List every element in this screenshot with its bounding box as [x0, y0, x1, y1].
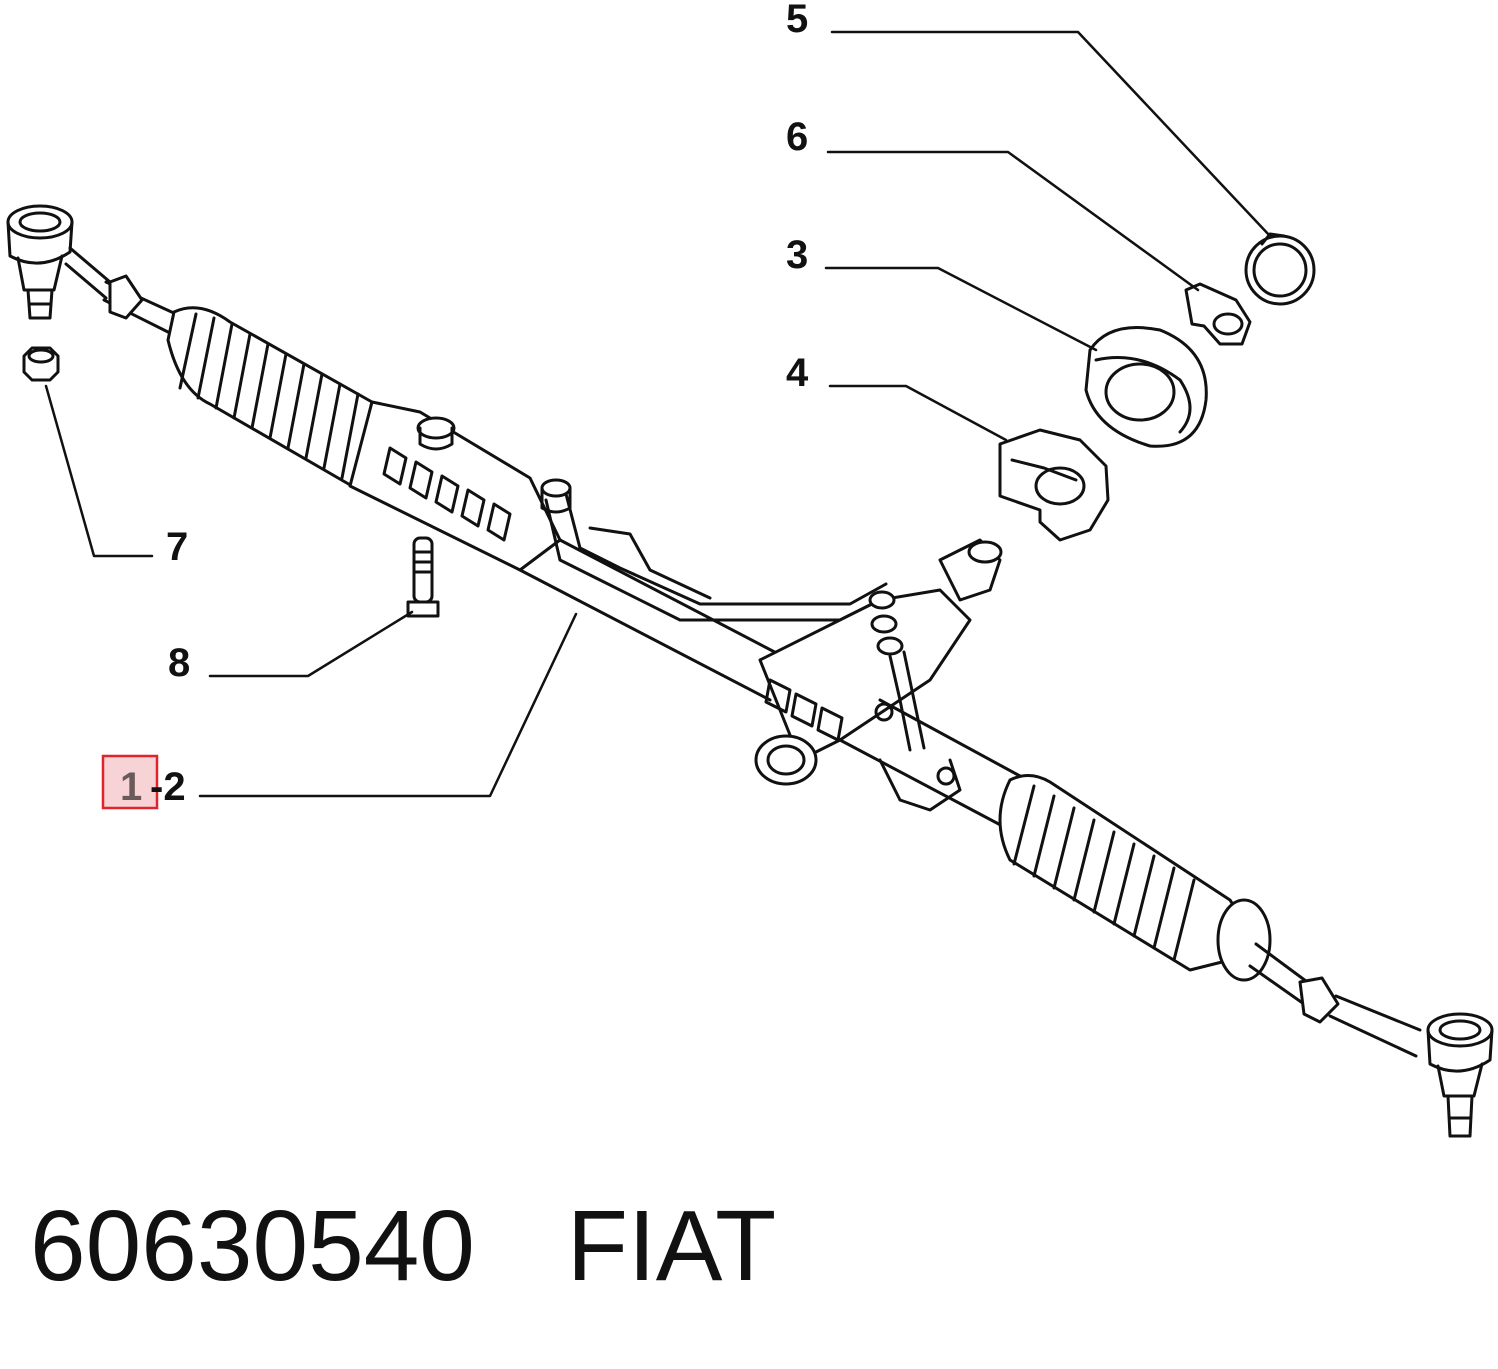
right-bellows-boot	[998, 774, 1272, 982]
pinion-valve-housing	[754, 538, 1003, 812]
part-3-bushing	[1084, 326, 1208, 448]
steering-rack-assembly	[6, 204, 1494, 1138]
callout-6: 6	[786, 115, 808, 159]
leader-line-5	[830, 30, 1272, 238]
callout-4: 4	[786, 351, 809, 395]
callout-2: -2	[150, 765, 186, 809]
left-bellows-boot	[166, 306, 374, 488]
leader-lines	[44, 30, 1272, 798]
part-5-circlip	[1244, 232, 1316, 306]
leader-line-4	[828, 384, 1008, 442]
part-7-nut	[22, 346, 60, 382]
callout-1: 1	[120, 765, 142, 809]
part-8-bolt	[406, 536, 440, 618]
leader-line-6	[826, 150, 1200, 292]
rack-housing-left	[348, 400, 562, 572]
highlight-box-part-1	[101, 754, 159, 810]
part-number: 60630540	[30, 1190, 475, 1302]
part-6-bracket	[1184, 282, 1252, 346]
callout-7: 7	[166, 525, 188, 569]
leader-line-8	[208, 610, 414, 678]
brand-name: FIAT	[566, 1190, 777, 1302]
part-4-mount	[998, 428, 1110, 542]
callout-8: 8	[168, 641, 190, 685]
right-tie-rod-end	[1426, 1012, 1494, 1138]
left-tie-rod-end	[6, 204, 112, 320]
leader-line-2	[198, 612, 578, 798]
leader-line-7	[44, 384, 154, 558]
callout-5: 5	[786, 0, 808, 41]
leader-line-3	[824, 266, 1098, 352]
callout-3: 3	[786, 233, 808, 277]
